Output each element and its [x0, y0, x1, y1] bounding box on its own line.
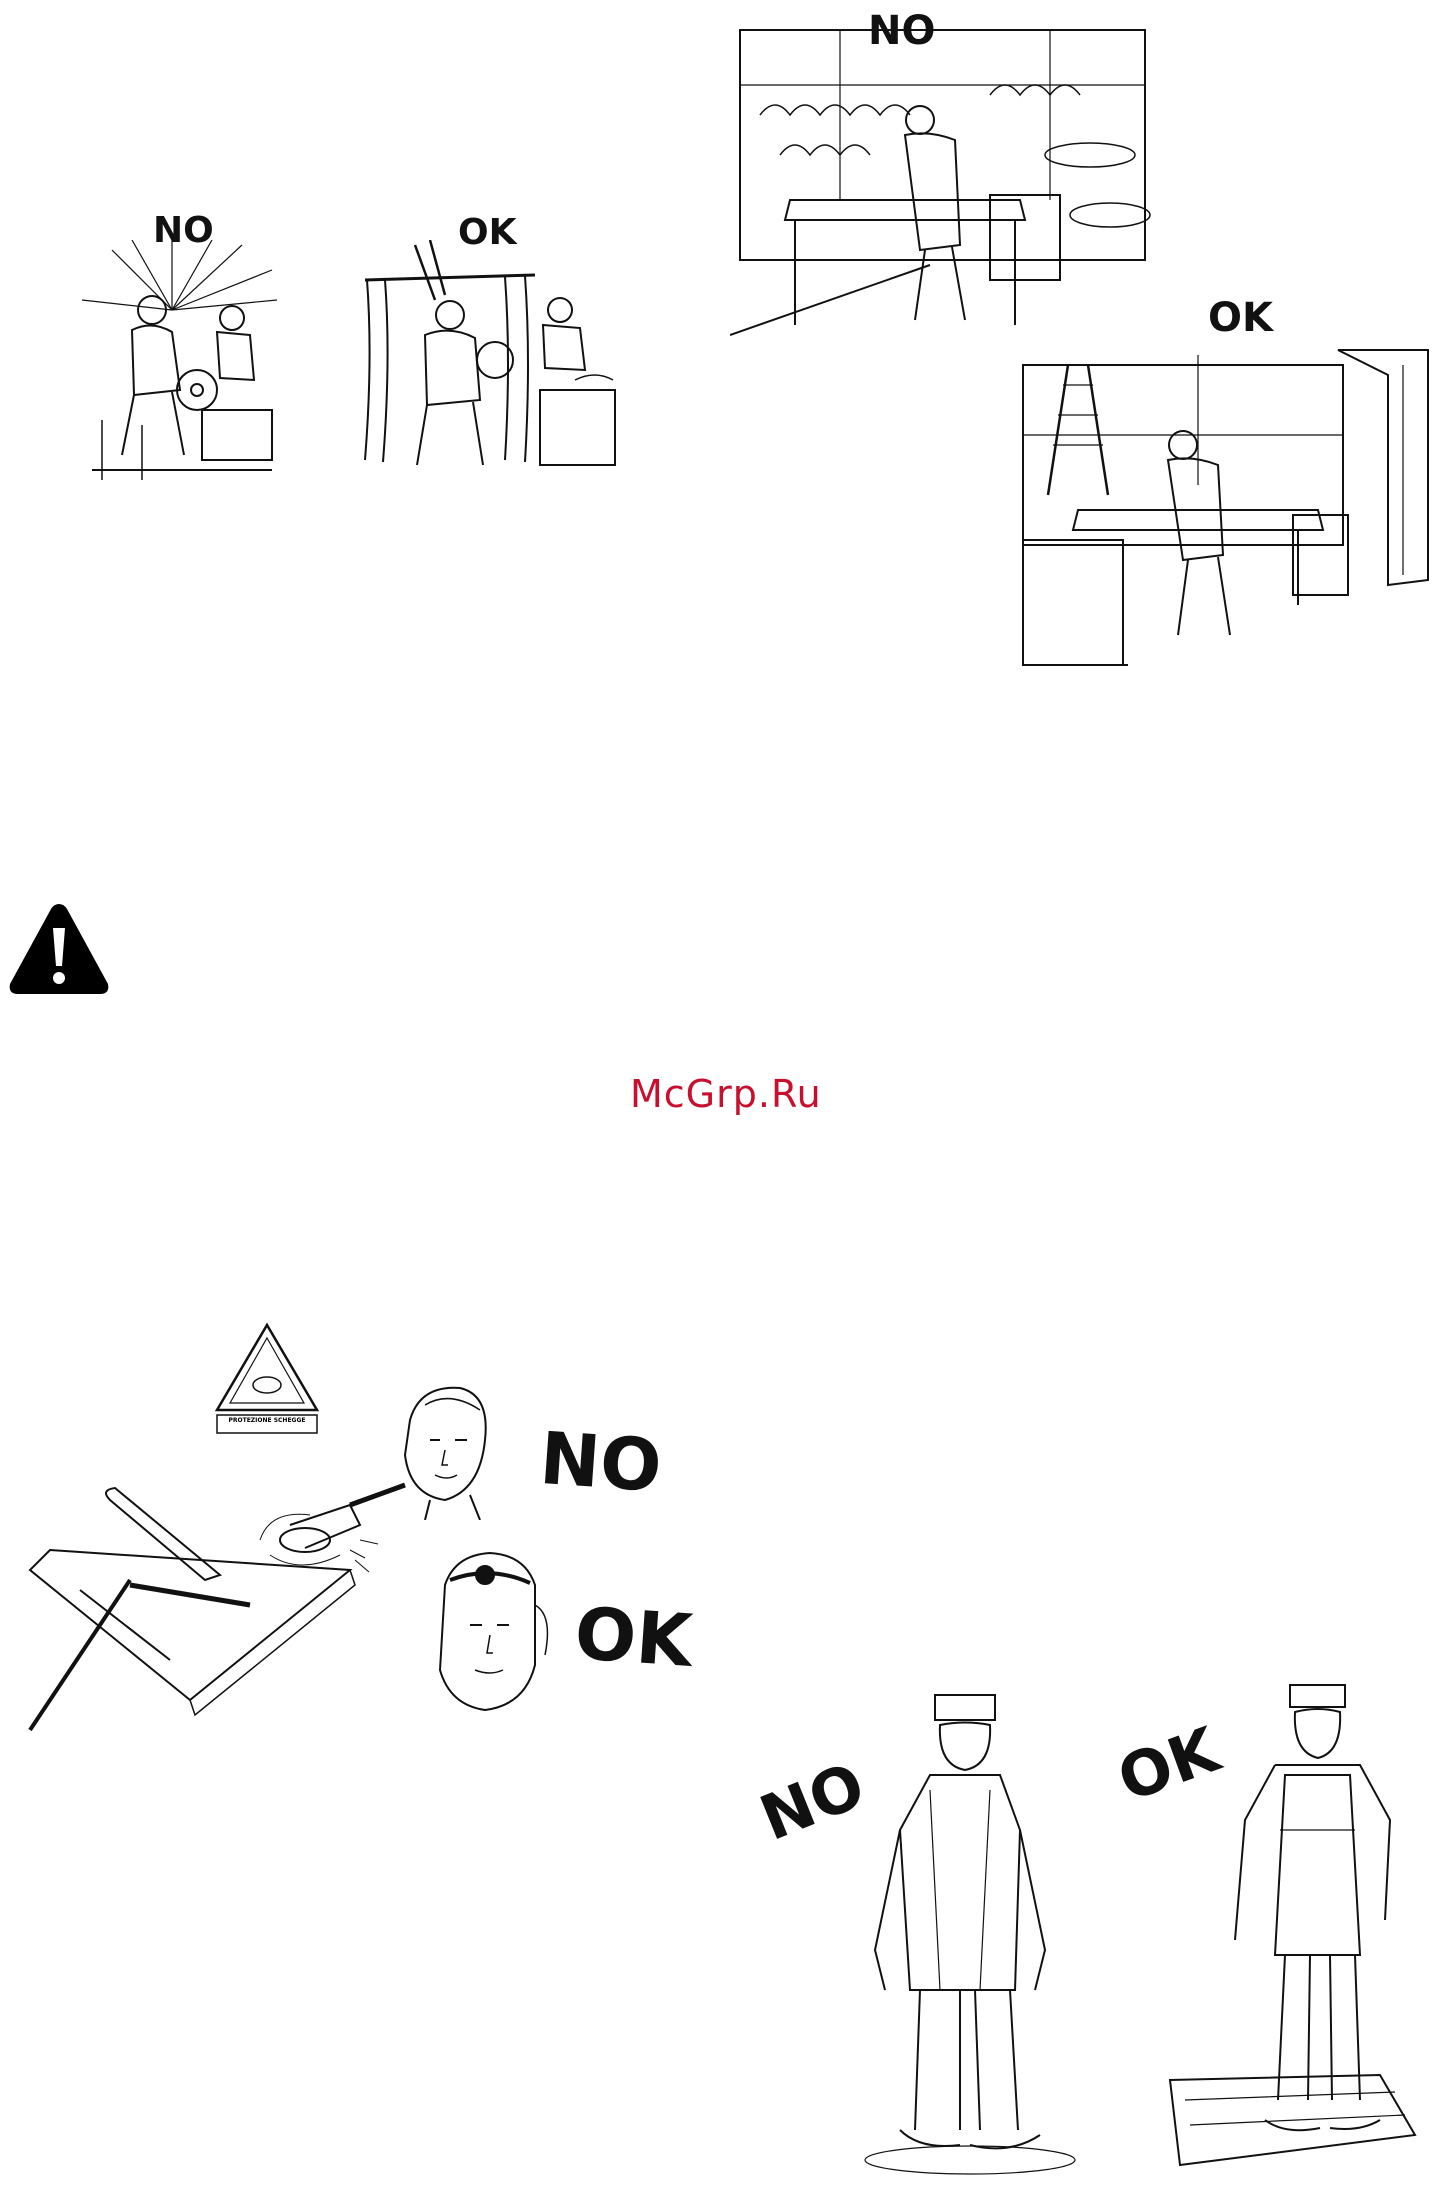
- warning-triangle-icon: [6, 900, 112, 998]
- grinder-illustration: [20, 1430, 410, 1740]
- warning-sign-illustration: PROTEZIONE SCHEGGE: [212, 1320, 322, 1435]
- booth-no-illustration: [730, 25, 1155, 340]
- grinding-ok-illustration: [355, 240, 625, 485]
- worker-no-illustration: [840, 1690, 1080, 2180]
- worker-ok-illustration: [1160, 1680, 1425, 2180]
- booth-ok-illustration: [1018, 345, 1430, 670]
- faceshield-ok-label: OK: [572, 1591, 695, 1683]
- warning-sign-text: PROTEZIONE SCHEGGE: [224, 1417, 310, 1424]
- booth-ok-label: OK: [1208, 295, 1273, 341]
- face-no-illustration: [390, 1380, 500, 1520]
- face-shield-illustration: [425, 1545, 555, 1715]
- grinding-no-illustration: [72, 240, 282, 490]
- watermark-text: McGrp.Ru: [630, 1072, 822, 1116]
- faceshield-no-label: NO: [537, 1416, 664, 1508]
